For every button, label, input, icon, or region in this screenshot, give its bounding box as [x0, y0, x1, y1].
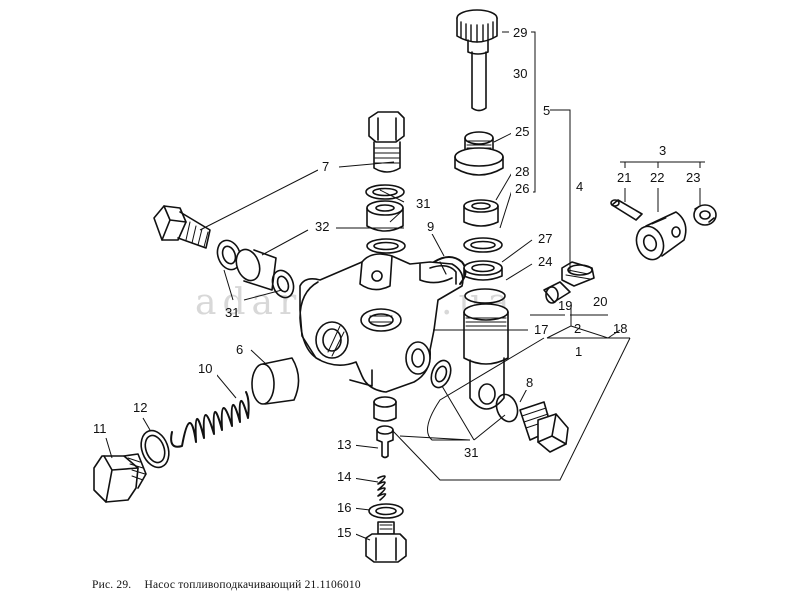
part-32-sleeve: [366, 200, 404, 232]
part-7-left-banjo-bolt: [153, 205, 211, 249]
pump-body: [299, 253, 464, 393]
callout-27: 27: [538, 231, 552, 246]
part-27-washer: [464, 288, 506, 304]
callout-18: 18: [613, 321, 627, 336]
callout-20: 20: [593, 294, 607, 309]
callout-4: 4: [576, 179, 583, 194]
callout-14: 14: [337, 469, 351, 484]
part-9-circlip: [433, 256, 467, 285]
callout-21: 21: [617, 170, 631, 185]
part-31-washer-mid: [366, 238, 406, 254]
part-24-ring: [463, 260, 503, 281]
callout-10: 10: [198, 361, 212, 376]
callout-9: 9: [427, 219, 434, 234]
callout-25: 25: [515, 124, 529, 139]
callout-3: 3: [659, 143, 666, 158]
callout-31-right: 31: [464, 445, 478, 460]
callout-6: 6: [236, 342, 243, 357]
callout-31-left: 31: [225, 305, 239, 320]
callout-16: 16: [337, 500, 351, 515]
part-10-spring: [170, 391, 250, 448]
callout-23: 23: [686, 170, 700, 185]
part-25-guide-nut: [454, 131, 504, 176]
part-30-plunger-rod: [471, 51, 487, 112]
callout-2: 2: [574, 321, 581, 336]
part-29-knob: [456, 9, 498, 55]
part-28-bushing: [463, 199, 499, 227]
part-8-plug: [495, 393, 569, 453]
callout-8: 8: [526, 375, 533, 390]
callout-32: 32: [315, 219, 329, 234]
part-6-sleeve: [251, 357, 300, 405]
callout-28: 28: [515, 164, 529, 179]
part-7-banjo-bolt: [368, 111, 405, 173]
callout-13: 13: [337, 437, 351, 452]
callout-31-top: 31: [416, 196, 430, 211]
part-17-pump-cylinder: [463, 303, 509, 410]
figure-number: Рис. 29.: [92, 579, 132, 591]
part-19-valve-spring-seat: [543, 281, 571, 304]
part-23-roller: [693, 204, 717, 226]
part-21-pin: [610, 199, 643, 221]
part-20-valve-body: [561, 261, 595, 287]
callout-7: 7: [322, 159, 329, 174]
callout-5: 5: [543, 103, 550, 118]
part-12-gasket: [140, 429, 170, 469]
part-22-lever: [635, 211, 687, 261]
part-14-spring: [377, 475, 387, 501]
callout-1: 1: [575, 344, 582, 359]
figure-caption: Рис. 29. Насос топливоподкачивающий 21.1…: [92, 579, 371, 591]
part-16-gasket: [368, 503, 404, 519]
part-31-washer-top: [365, 184, 405, 200]
part-31-lower-valve-cap: [373, 396, 397, 422]
callout-30: 30: [513, 66, 527, 81]
callout-29: 29: [513, 25, 527, 40]
leader-lines: [105, 31, 705, 541]
callout-12: 12: [133, 400, 147, 415]
callout-22: 22: [650, 170, 664, 185]
part-11-plug: [93, 453, 147, 503]
part-31-right-washer: [430, 359, 452, 389]
figure-title: Насос топливоподкачивающий 21.1106010: [144, 579, 361, 591]
part-15-plug: [365, 521, 407, 563]
callout-11: 11: [93, 421, 107, 436]
part-26-seal: [463, 237, 503, 253]
callout-15: 15: [337, 525, 351, 540]
callout-24: 24: [538, 254, 552, 269]
callout-17: 17: [534, 322, 548, 337]
callout-26: 26: [515, 181, 529, 196]
part-13-valve: [376, 425, 394, 459]
callout-19: 19: [558, 298, 572, 313]
